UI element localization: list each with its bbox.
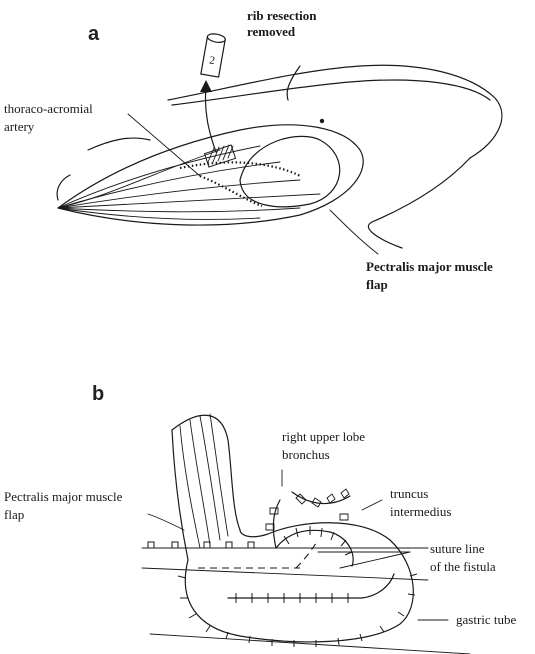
suture-label-line1: suture line — [430, 541, 485, 556]
panel-a: a — [4, 8, 502, 292]
rib-removal-arrowhead — [200, 80, 212, 92]
artery-label-line1: thoraco-acromial — [4, 101, 93, 116]
flap-b-leader — [148, 514, 184, 530]
panel-b: b — [4, 383, 517, 654]
rib-label-line1: rib resection — [247, 8, 317, 23]
fistula-dashed-line — [296, 540, 318, 568]
wall-clips — [148, 542, 254, 548]
bronchus-label-line1: right upper lobe — [282, 429, 365, 444]
flap-b-label-line2: flap — [4, 507, 24, 522]
bronchus-label-line2: bronchus — [282, 447, 330, 462]
arm-outline — [287, 66, 470, 248]
pectoralis-flap-b — [172, 414, 240, 560]
lower-wall-line — [150, 634, 470, 654]
truncus-leader — [362, 500, 382, 510]
truncus-intermedius — [292, 489, 350, 520]
removed-rib-icon: 2 — [201, 33, 226, 77]
flap-b-label-line1: Pectralis major muscle — [4, 489, 123, 504]
panel-b-letter: b — [92, 383, 104, 405]
torso-outline — [168, 65, 502, 158]
right-upper-lobe-bronchus — [266, 500, 280, 548]
rib-label-line2: removed — [247, 24, 296, 39]
flap-a-label-line1: Pectralis major muscle — [366, 259, 493, 274]
gastric-label: gastric tube — [456, 612, 517, 627]
gastric-tube — [185, 523, 413, 642]
panel-a-letter: a — [88, 23, 100, 45]
truncus-label-line2: intermedius — [390, 504, 451, 519]
pectoralis-muscle — [58, 125, 363, 225]
artery-branch — [200, 176, 262, 206]
artery-label-line2: artery — [4, 119, 35, 134]
chest-outline — [57, 138, 150, 200]
suture-leader-lower — [340, 552, 410, 568]
rib-removal-arrow — [205, 88, 216, 152]
gastric-tube-sutures — [178, 574, 417, 647]
artery-leader — [128, 114, 200, 176]
suture-label-line2: of the fistula — [430, 559, 496, 574]
nipple-mark — [320, 119, 324, 123]
truncus-label-line1: truncus — [390, 486, 428, 501]
flap-a-label-line2: flap — [366, 277, 388, 292]
